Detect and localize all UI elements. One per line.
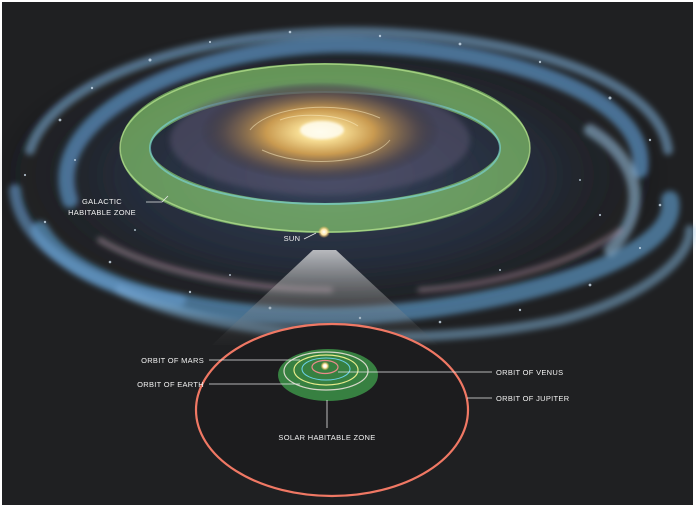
jupiter-orbit bbox=[194, 322, 470, 498]
orbit-of-venus-label: ORBIT OF VENUS bbox=[496, 368, 563, 377]
spiral-arms bbox=[9, 26, 695, 342]
orbit-of-mars-label: ORBIT OF MARS bbox=[141, 356, 204, 365]
galactic-zone-leader bbox=[146, 195, 169, 203]
galaxy-bulge-highlight bbox=[300, 121, 344, 139]
sun-core bbox=[323, 364, 327, 368]
leader-lines bbox=[146, 195, 492, 428]
galactic-zone-label-line2: HABITABLE ZONE bbox=[68, 208, 136, 217]
labels: GALACTIC HABITABLE ZONE SUN ORBIT OF MAR… bbox=[68, 197, 570, 442]
earth-orbit bbox=[293, 354, 359, 386]
mars-orbit bbox=[283, 351, 369, 391]
orbit-of-jupiter-label: ORBIT OF JUPITER bbox=[496, 394, 570, 403]
star-field bbox=[23, 30, 662, 324]
solar-system-view bbox=[194, 322, 470, 498]
sun-marker-glow bbox=[318, 226, 330, 238]
sun-label: SUN bbox=[284, 234, 301, 243]
orbit-of-earth-label: ORBIT OF EARTH bbox=[137, 380, 204, 389]
sun-leader bbox=[303, 232, 317, 240]
core-swirl bbox=[249, 106, 391, 162]
milky-way-galaxy bbox=[0, 25, 695, 342]
galactic-zone-label-line1: GALACTIC bbox=[82, 197, 122, 206]
galactic-habitable-zone-ring bbox=[120, 63, 530, 233]
solar-habitable-zone bbox=[278, 349, 378, 401]
earth-orbit-inner bbox=[301, 357, 351, 381]
solar-system-disk bbox=[196, 324, 468, 496]
zoom-cone bbox=[212, 250, 438, 345]
solar-habitable-zone-label: SOLAR HABITABLE ZONE bbox=[278, 433, 375, 442]
venus-orbit bbox=[311, 359, 339, 375]
